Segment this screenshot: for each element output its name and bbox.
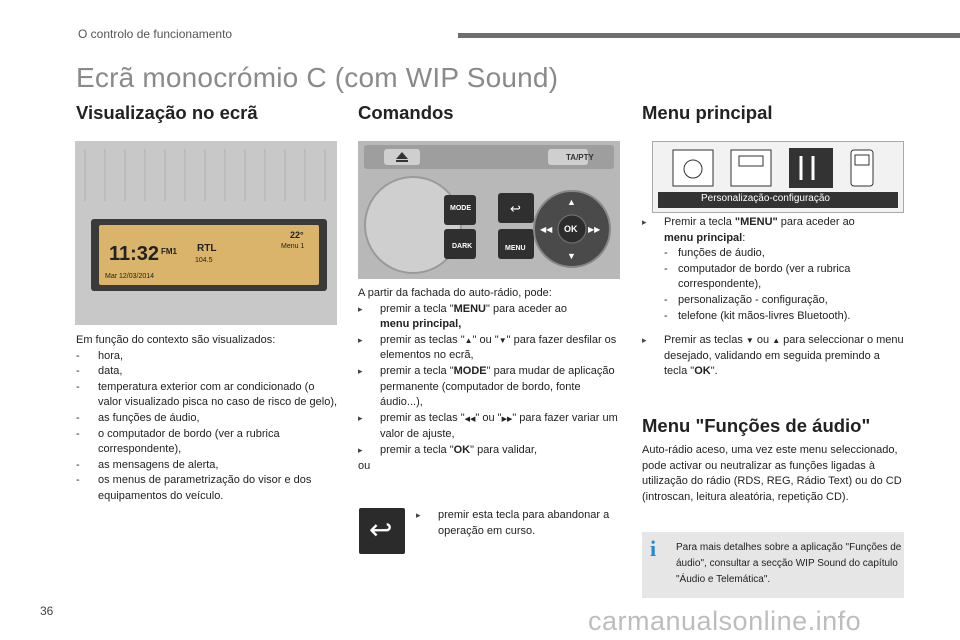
lcd-time: 11:32 (109, 243, 160, 265)
list-item: -as funções de áudio, (76, 411, 200, 424)
rewind-icon: ◀◀ (540, 225, 553, 234)
heading-controls: Comandos (358, 102, 454, 123)
list-item: -hora, (76, 349, 124, 362)
ok-label: OK (564, 224, 578, 234)
info-icon: i (650, 536, 657, 561)
back-button-image: ↩ (359, 508, 405, 554)
header-divider (458, 33, 960, 38)
back-description: ▸premir esta tecla para abandonar a oper… (416, 509, 610, 537)
down-arrow-icon: ▼ (745, 336, 754, 346)
heading-display: Visualização no ecrã (76, 102, 258, 123)
lcd-temperature: 22° (290, 230, 304, 240)
list-item: ▸premir as teclas "▲" ou "▼" para fazer … (358, 333, 617, 362)
info-box (642, 532, 904, 598)
page-title: Ecrã monocrómio C (com WIP Sound) (76, 62, 559, 93)
heading-main-menu: Menu principal (642, 102, 773, 123)
list-item: -telefone (kit mãos-livres Bluetooth). (664, 309, 851, 322)
ta-pty-label: TA/PTY (566, 153, 594, 162)
lcd-menu-label: Menu 1 (281, 243, 305, 250)
list-item: ▸premir a tecla "OK" para validar, (358, 443, 537, 456)
mode-label: MODE (450, 205, 471, 212)
list-item: -computador de bordo (ver a rubrica corr… (664, 262, 851, 291)
up-arrow-icon: ▲ (772, 336, 781, 346)
watermark: carmanualsonline.info (588, 606, 862, 636)
menu-caption: Personalização-configuração (701, 193, 830, 204)
menu-label: MENU (505, 245, 526, 252)
list-item: -personalização - configuração, (664, 293, 828, 306)
or-text: ou (358, 459, 371, 472)
list-item: -o computador de bordo (ver a rubrica co… (76, 427, 280, 456)
main-menu-image: Personalização-configuração (652, 141, 904, 213)
controls-intro: A partir da fachada do auto-rádio, pode: (358, 287, 552, 299)
display-illustration (75, 141, 337, 325)
list-item: ▸premir as teclas "◀◀" ou "▶▶" para faze… (358, 411, 618, 441)
down-arrow-icon: ▼ (567, 251, 576, 261)
back-arrow-icon: ↩ (510, 201, 521, 216)
lcd-station: RTL (197, 243, 217, 254)
display-photo: 11:32 FM1 RTL 104.5 22° Menu 1 Mar 12/03… (75, 141, 337, 325)
display-description: Em função do contexto são visualizados: … (76, 333, 338, 505)
lcd-band: FM1 (161, 247, 177, 256)
up-arrow-icon: ▲ (567, 197, 576, 207)
controls-photo: TA/PTY MODE DARK MENU OK ↩ ▲ ▼ ◀◀ ▶▶ (358, 141, 620, 279)
list-item: -as mensagens de alerta, (76, 458, 219, 471)
header-section-title: O controlo de funcionamento (78, 27, 233, 41)
heading-audio-menu: Menu "Funções de áudio" (642, 415, 871, 436)
lcd-date: Mar 12/03/2014 (105, 273, 155, 280)
display-intro: Em função do contexto são visualizados: (76, 334, 276, 346)
list-item: -temperatura exterior com ar condicionad… (76, 380, 338, 409)
lcd-frequency: 104.5 (195, 257, 213, 264)
list-item: -os menus de parametrização do visor e d… (76, 474, 312, 502)
back-icon: ↩ (369, 514, 393, 545)
controls-description: A partir da fachada do auto-rádio, pode:… (358, 286, 623, 474)
list-item: -data, (76, 365, 123, 378)
info-text: Para mais detalhes sobre a aplicação "Fu… (676, 542, 902, 585)
control-panel-illustration (358, 141, 620, 279)
list-item: -funções de áudio, (664, 247, 765, 260)
forward-icon: ▶▶ (588, 225, 601, 234)
page-number: 36 (40, 604, 54, 618)
dark-label: DARK (452, 243, 473, 250)
audio-description: Auto-rádio aceso, uma vez este menu sele… (642, 444, 902, 503)
list-item: ▸premir a tecla "MODE" para mudar de apl… (358, 364, 615, 409)
menu-icons-illustration (658, 148, 898, 208)
